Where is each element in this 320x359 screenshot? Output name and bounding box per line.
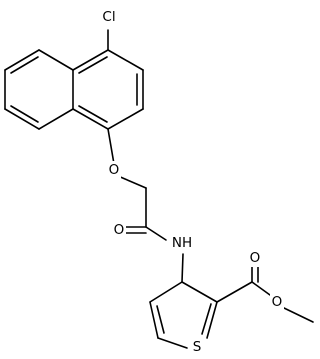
bond-c4a-c4-inner	[78, 56, 108, 74]
bond-c7-c8-inner	[10, 105, 39, 123]
atom-label-o-ester-carbonyl: O	[250, 250, 261, 266]
atom-o-amide: O	[112, 221, 126, 239]
bond-th-c2-s	[206, 301, 218, 339]
atom-nh: NH	[168, 234, 196, 252]
atom-label-s: S	[193, 339, 202, 355]
bond-c1-c8a	[72, 108, 109, 130]
bond-c4a-c4	[72, 49, 109, 71]
bond-c5-c6	[4, 49, 40, 71]
bond-th-c4-c3	[149, 281, 183, 303]
bond-th-c3-c2	[181, 281, 218, 303]
bond-c4-c3	[107, 49, 144, 71]
bond-th-c2-ester-c	[216, 281, 253, 303]
bond-ester-c-o	[251, 281, 271, 296]
atom-label-o-ester: O	[272, 294, 283, 310]
atom-label-o-amide: O	[114, 222, 125, 238]
atom-o-ester-carbonyl: O	[248, 249, 262, 267]
atom-cl: Cl	[98, 8, 119, 26]
bond-th-c2-s-inner	[201, 303, 212, 335]
bond-th-s-c5	[157, 337, 188, 349]
atom-label-nh: NH	[172, 235, 192, 251]
bond-c4a-c5	[38, 49, 74, 71]
bond-c2-c1	[107, 108, 144, 130]
bond-o-methyl	[283, 307, 314, 323]
bond-c1-c8a-inner	[78, 105, 108, 123]
bond-c8-c8a	[38, 108, 74, 130]
bond-th-c5-c4	[149, 301, 159, 339]
bond-amide-cn	[145, 226, 167, 241]
atom-label-cl: Cl	[102, 9, 115, 25]
atom-o-ester: O	[270, 293, 284, 311]
bonds	[4, 29, 314, 349]
bond-th-c5-c4-inner	[156, 305, 165, 334]
bond-c7-c8	[4, 108, 40, 130]
bond-o-ch2	[117, 175, 147, 189]
atom-s: S	[190, 338, 204, 356]
atom-o-ether: O	[107, 161, 121, 179]
bond-nh-c3	[181, 253, 184, 283]
atom-labels: Cl O O NH O O S	[98, 8, 284, 356]
bond-c5-c6-inner	[10, 56, 39, 74]
bond-c1-o	[107, 128, 115, 165]
atom-label-o-ether: O	[109, 162, 120, 178]
